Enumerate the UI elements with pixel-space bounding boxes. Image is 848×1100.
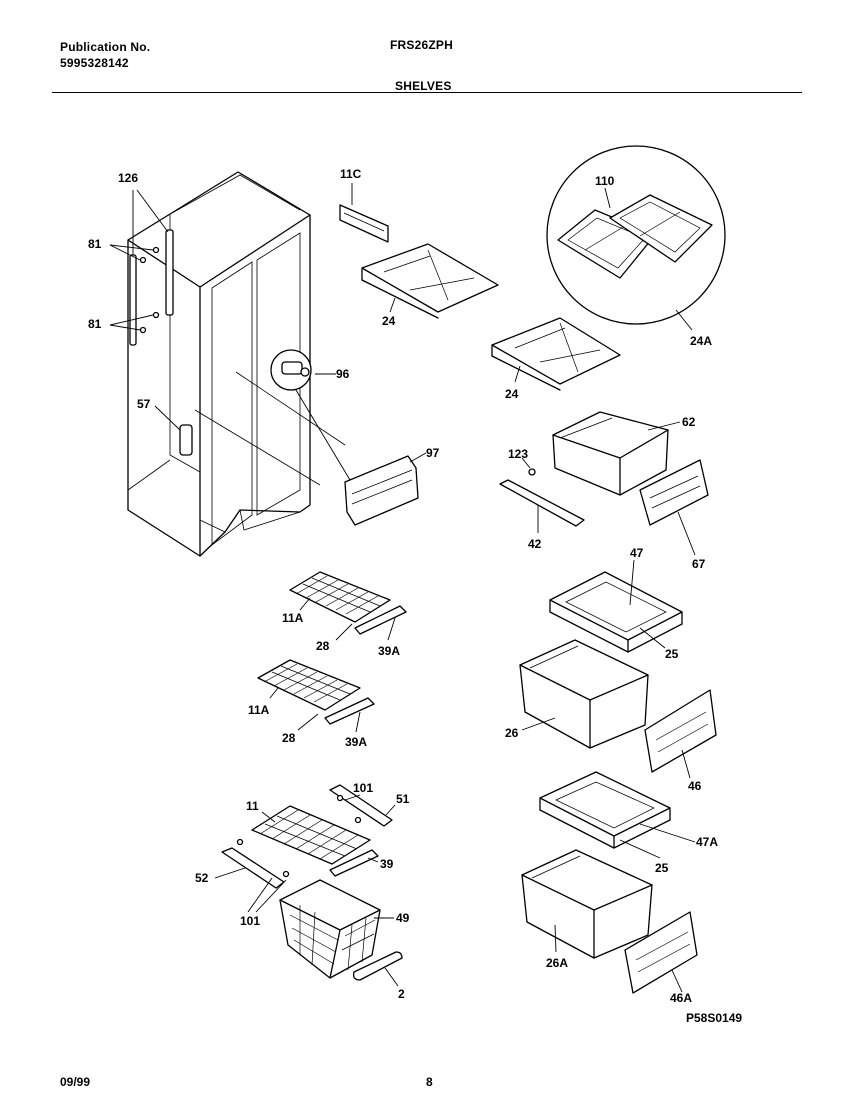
drawer-front-46 — [644, 689, 717, 773]
callout-67: 67 — [692, 557, 706, 571]
callout-28-upper: 28 — [316, 639, 330, 653]
footer-date: 09/99 — [60, 1075, 90, 1089]
callout-57: 57 — [137, 397, 151, 411]
callout-25-upper: 25 — [665, 647, 679, 661]
callout-24A: 24A — [690, 334, 712, 348]
callout-24-lower: 24 — [505, 387, 519, 401]
fitting-part — [270, 349, 312, 391]
crisper-drawer-26 — [519, 639, 649, 749]
callout-101-upper: 101 — [353, 781, 373, 795]
trim-39A-lower — [324, 697, 375, 725]
callout-46A: 46A — [670, 991, 692, 1005]
drawer-front-67 — [639, 459, 709, 526]
callout-81-lower: 81 — [88, 317, 102, 331]
wire-basket-49 — [279, 879, 381, 979]
deli-drawer-62 — [552, 411, 669, 496]
callout-11A-upper: 11A — [282, 611, 304, 625]
wire-shelf-11A-lower — [257, 659, 361, 711]
callout-39: 39 — [380, 857, 394, 871]
rail-42-part — [499, 479, 585, 527]
callout-81-upper: 81 — [88, 237, 102, 251]
handle-hardware — [129, 229, 174, 346]
bracket-11c-part — [339, 204, 389, 243]
glass-shelf-24-lower — [491, 317, 621, 391]
callout-26A: 26A — [546, 956, 568, 970]
callout-2: 2 — [398, 987, 405, 1001]
crisper-cover-47 — [549, 571, 683, 653]
diagram-code: P58S0149 — [686, 1011, 742, 1025]
callout-11: 11 — [246, 799, 259, 813]
callout-49: 49 — [396, 911, 410, 925]
trim-39-part — [329, 849, 379, 877]
dispenser-cover-part — [344, 455, 419, 526]
drawer-front-46A — [624, 911, 698, 994]
callout-51: 51 — [396, 792, 410, 806]
callout-96: 96 — [336, 367, 350, 381]
callout-11A-lower: 11A — [248, 703, 270, 717]
callout-52: 52 — [195, 871, 209, 885]
callout-25-lower: 25 — [655, 861, 669, 875]
callout-47A: 47A — [696, 835, 718, 849]
callout-62: 62 — [682, 415, 696, 429]
handle-2-part — [352, 951, 403, 981]
crisper-drawer-26A — [521, 849, 653, 959]
callout-42: 42 — [528, 537, 542, 551]
callout-46: 46 — [688, 779, 702, 793]
trim-39A-upper — [354, 605, 407, 635]
footer-page: 8 — [426, 1075, 433, 1089]
callout-47: 47 — [630, 546, 644, 560]
crisper-cover-47A — [539, 771, 671, 849]
header-rule — [52, 92, 802, 93]
detail-circle-24A — [546, 145, 726, 325]
cabinet-illustration — [127, 171, 346, 557]
callout-39A-lower: 39A — [345, 735, 367, 749]
model-number: FRS26ZPH — [390, 38, 453, 52]
bracket-52-part — [221, 847, 285, 889]
publication-number: 5995328142 — [60, 56, 129, 70]
bracket-51-part — [329, 784, 393, 827]
callout-26: 26 — [505, 726, 519, 740]
callout-123: 123 — [508, 447, 528, 461]
callout-126: 126 — [118, 171, 138, 185]
callout-101-lower: 101 — [240, 914, 260, 928]
glass-shelf-24-upper — [361, 243, 499, 319]
section-title: SHELVES — [395, 79, 452, 93]
callout-39A-upper: 39A — [378, 644, 400, 658]
switch-part — [179, 424, 193, 456]
screw-123-part — [528, 468, 536, 476]
callout-11C: 11C — [340, 167, 362, 181]
publication-label: Publication No. — [60, 40, 151, 54]
callout-24-upper: 24 — [382, 314, 396, 328]
callout-97: 97 — [426, 446, 440, 460]
callout-110: 110 — [595, 174, 615, 188]
wire-shelf-11 — [251, 805, 371, 865]
wire-shelf-11A-upper — [289, 571, 391, 623]
callout-28-lower: 28 — [282, 731, 296, 745]
